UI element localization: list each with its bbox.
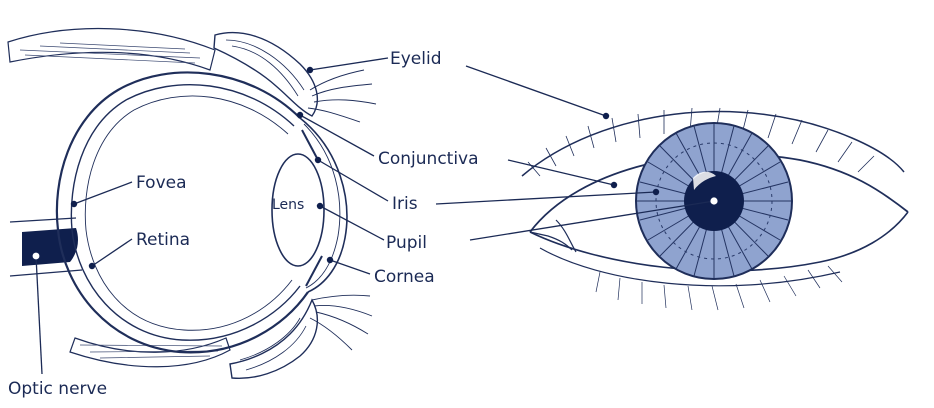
optic-nerve-label: Optic nerve — [8, 379, 107, 399]
optic-nerve-stalk — [22, 228, 78, 266]
eye-front-view — [522, 108, 908, 310]
eyeball — [57, 72, 308, 352]
conjunctiva-label: Conjunctiva — [378, 149, 479, 169]
iris-label: Iris — [392, 194, 418, 214]
cornea-label: Cornea — [374, 267, 435, 287]
eyelid-label: Eyelid — [390, 49, 442, 69]
lower-eyelid — [230, 295, 372, 378]
retina-label: Retina — [136, 230, 190, 250]
upper-eyelid — [214, 33, 376, 122]
lens-label: Lens — [272, 197, 304, 213]
upper-muscle — [8, 29, 215, 70]
pupil-label: Pupil — [386, 233, 427, 253]
fovea-label: Fovea — [136, 173, 187, 193]
